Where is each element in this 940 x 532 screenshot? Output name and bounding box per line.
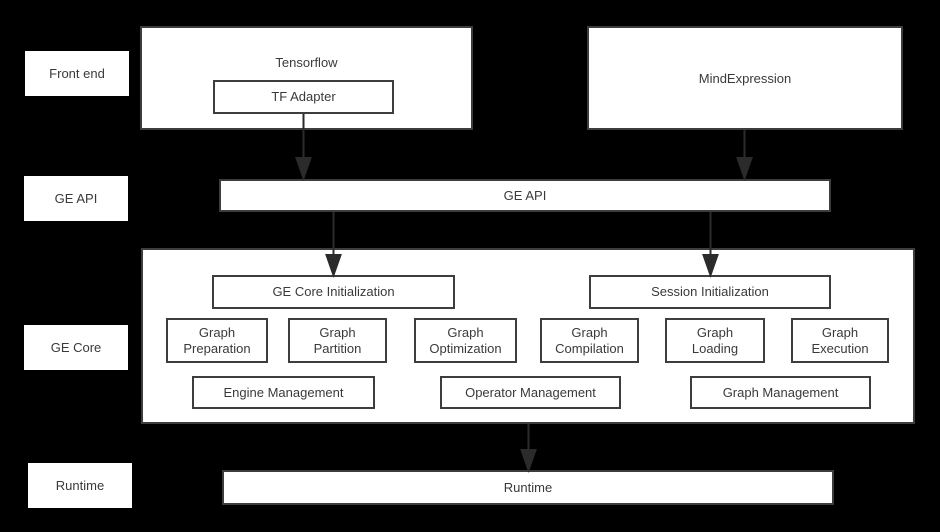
layer-label-runtime: Runtime xyxy=(28,463,132,508)
tf-adapter-box[interactable]: TF Adapter xyxy=(213,80,394,114)
layer-label-front-end: Front end xyxy=(25,51,129,96)
graph-preparation-box[interactable]: Graph Preparation xyxy=(166,318,268,363)
ge-api-bar[interactable]: GE API xyxy=(219,179,831,212)
graph-management-box[interactable]: Graph Management xyxy=(690,376,871,409)
ge-core-initialization-box[interactable]: GE Core Initialization xyxy=(212,275,455,309)
tensorflow-container xyxy=(140,26,473,130)
runtime-bar[interactable]: Runtime xyxy=(222,470,834,505)
graph-compilation-box[interactable]: Graph Compilation xyxy=(540,318,639,363)
operator-management-box[interactable]: Operator Management xyxy=(440,376,621,409)
session-initialization-box[interactable]: Session Initialization xyxy=(589,275,831,309)
engine-management-box[interactable]: Engine Management xyxy=(192,376,375,409)
mindexpression-container xyxy=(587,26,903,130)
mindexpression-title: MindExpression xyxy=(698,71,792,86)
graph-execution-box[interactable]: Graph Execution xyxy=(791,318,889,363)
tensorflow-title: Tensorflow xyxy=(275,55,338,70)
graph-loading-box[interactable]: Graph Loading xyxy=(665,318,765,363)
graph-partition-box[interactable]: Graph Partition xyxy=(288,318,387,363)
graph-optimization-box[interactable]: Graph Optimization xyxy=(414,318,517,363)
layer-label-ge-core: GE Core xyxy=(24,325,128,370)
layer-label-ge-api: GE API xyxy=(24,176,128,221)
